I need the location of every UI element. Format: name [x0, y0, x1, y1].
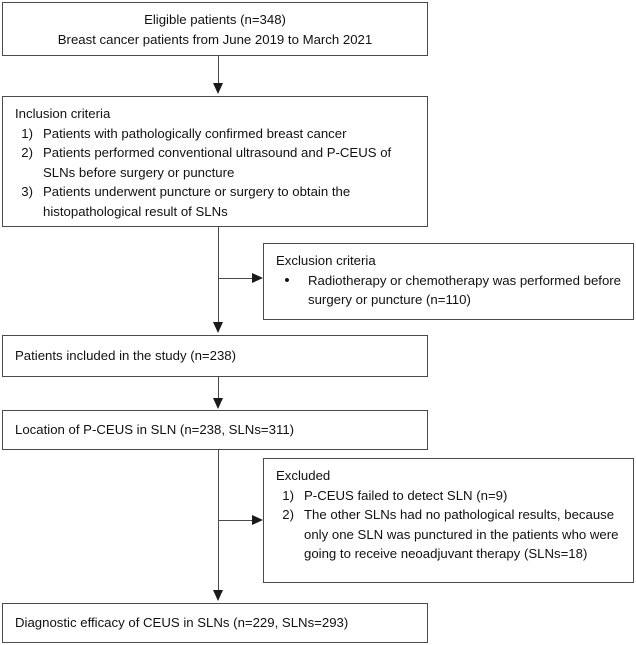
list-item-text: Patients performed conventional ultrasou… [43, 145, 392, 180]
list-item: 2) Patients performed conventional ultra… [13, 143, 417, 182]
node-diagnostic-efficacy: Diagnostic efficacy of CEUS in SLNs (n=2… [2, 603, 428, 643]
list-marker: 1) [21, 125, 33, 141]
list-item: 3) Patients underwent puncture or surger… [13, 182, 417, 221]
arrowhead-inclusion-to-included [212, 322, 223, 333]
exclusion-list: • Radiotherapy or chemotherapy was perfo… [274, 271, 623, 310]
patients-included-text: Patients included in the study (n=238) [15, 348, 237, 364]
node-exclusion-criteria: Exclusion criteria • Radiotherapy or che… [263, 243, 634, 320]
node-eligible-patients: Eligible patients (n=348) Breast cancer … [2, 2, 428, 56]
arrowhead-to-excluded [252, 514, 263, 525]
list-item: 1) Patients with pathologically confirme… [13, 124, 417, 144]
list-item: 2) The other SLNs had no pathological re… [274, 505, 623, 564]
inclusion-heading: Inclusion criteria [15, 106, 111, 121]
excluded-heading: Excluded [276, 468, 331, 483]
bullet-icon: • [284, 271, 290, 289]
list-item-text: Patients underwent puncture or surgery t… [43, 184, 351, 219]
connector-included-to-location [217, 377, 219, 401]
diagnostic-efficacy-text: Diagnostic efficacy of CEUS in SLNs (n=2… [15, 615, 349, 631]
branch-line-to-excluded [218, 519, 254, 521]
list-item-text: Radiotherapy or chemotherapy was perform… [308, 272, 622, 308]
list-marker: 2) [282, 507, 294, 522]
excluded-list: 1) P-CEUS failed to detect SLN (n=9) 2) … [274, 486, 623, 564]
list-marker: 2) [21, 145, 33, 160]
arrowhead-to-exclusion [252, 272, 263, 283]
node-patients-included: Patients included in the study (n=238) [2, 335, 428, 377]
list-item-text: Patients with pathologically confirmed b… [43, 125, 347, 141]
node-inclusion-criteria: Inclusion criteria 1) Patients with path… [2, 96, 428, 227]
list-item-text: P-CEUS failed to detect SLN (n=9) [304, 487, 508, 503]
inclusion-list: 1) Patients with pathologically confirme… [13, 124, 417, 222]
connector-eligible-to-inclusion [217, 56, 219, 85]
eligible-line-1: Eligible patients (n=348) [144, 12, 286, 27]
list-item: • Radiotherapy or chemotherapy was perfo… [274, 271, 623, 310]
list-item: 1) P-CEUS failed to detect SLN (n=9) [274, 486, 623, 506]
connector-inclusion-to-included [217, 227, 219, 322]
exclusion-heading: Exclusion criteria [276, 253, 376, 268]
list-marker: 1) [282, 487, 294, 503]
list-marker: 3) [21, 184, 33, 199]
eligible-line-2: Breast cancer patients from June 2019 to… [57, 31, 373, 47]
arrowhead-location-to-diagnostic [212, 590, 223, 601]
arrowhead-eligible-to-inclusion [212, 83, 223, 94]
node-location-pceus: Location of P-CEUS in SLN (n=238, SLNs=3… [2, 410, 428, 450]
location-pceus-text: Location of P-CEUS in SLN (n=238, SLNs=3… [15, 422, 295, 438]
list-item-text: The other SLNs had no pathological resul… [304, 507, 619, 561]
arrowhead-included-to-location [212, 398, 223, 409]
branch-line-to-exclusion [218, 277, 254, 279]
node-excluded: Excluded 1) P-CEUS failed to detect SLN … [263, 458, 634, 583]
